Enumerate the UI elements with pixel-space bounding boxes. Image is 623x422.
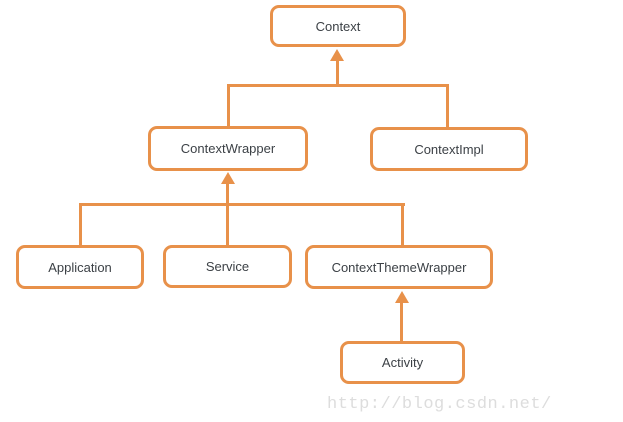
- arrowhead-to-contextwrapper-icon: [221, 172, 235, 184]
- node-contextimpl-label: ContextImpl: [414, 141, 484, 157]
- edge-stem-to-contextwrapper-and-service: [226, 182, 229, 247]
- node-application: Application: [16, 245, 144, 289]
- node-contextwrapper: ContextWrapper: [148, 126, 308, 171]
- arrowhead-to-context-icon: [330, 49, 344, 61]
- node-activity-label: Activity: [381, 355, 424, 370]
- edge-stem-to-context: [336, 59, 339, 87]
- edge-rail-level-2: [79, 203, 405, 206]
- node-context-label: Context: [315, 18, 361, 34]
- edge-drop-to-application: [79, 203, 82, 247]
- edge-stem-to-activity: [400, 301, 403, 343]
- arrowhead-to-contextthemewrapper-icon: [395, 291, 409, 303]
- edge-rail-level-1: [227, 84, 449, 87]
- edge-drop-to-contextimpl: [446, 84, 449, 129]
- node-service-label: Service: [205, 259, 250, 274]
- node-contextimpl: ContextImpl: [370, 127, 528, 171]
- node-context: Context: [270, 5, 406, 47]
- node-contextthemewrapper: ContextThemeWrapper: [305, 245, 493, 289]
- watermark-url: http://blog.csdn.net/: [327, 395, 552, 414]
- node-service: Service: [163, 245, 292, 288]
- node-contextthemewrapper-label: ContextThemeWrapper: [331, 259, 467, 275]
- edge-drop-to-contextwrapper: [227, 84, 230, 128]
- node-activity: Activity: [340, 341, 465, 384]
- edge-drop-to-contextthemewrapper: [401, 203, 404, 247]
- node-application-label: Application: [48, 259, 112, 275]
- node-contextwrapper-label: ContextWrapper: [180, 141, 276, 156]
